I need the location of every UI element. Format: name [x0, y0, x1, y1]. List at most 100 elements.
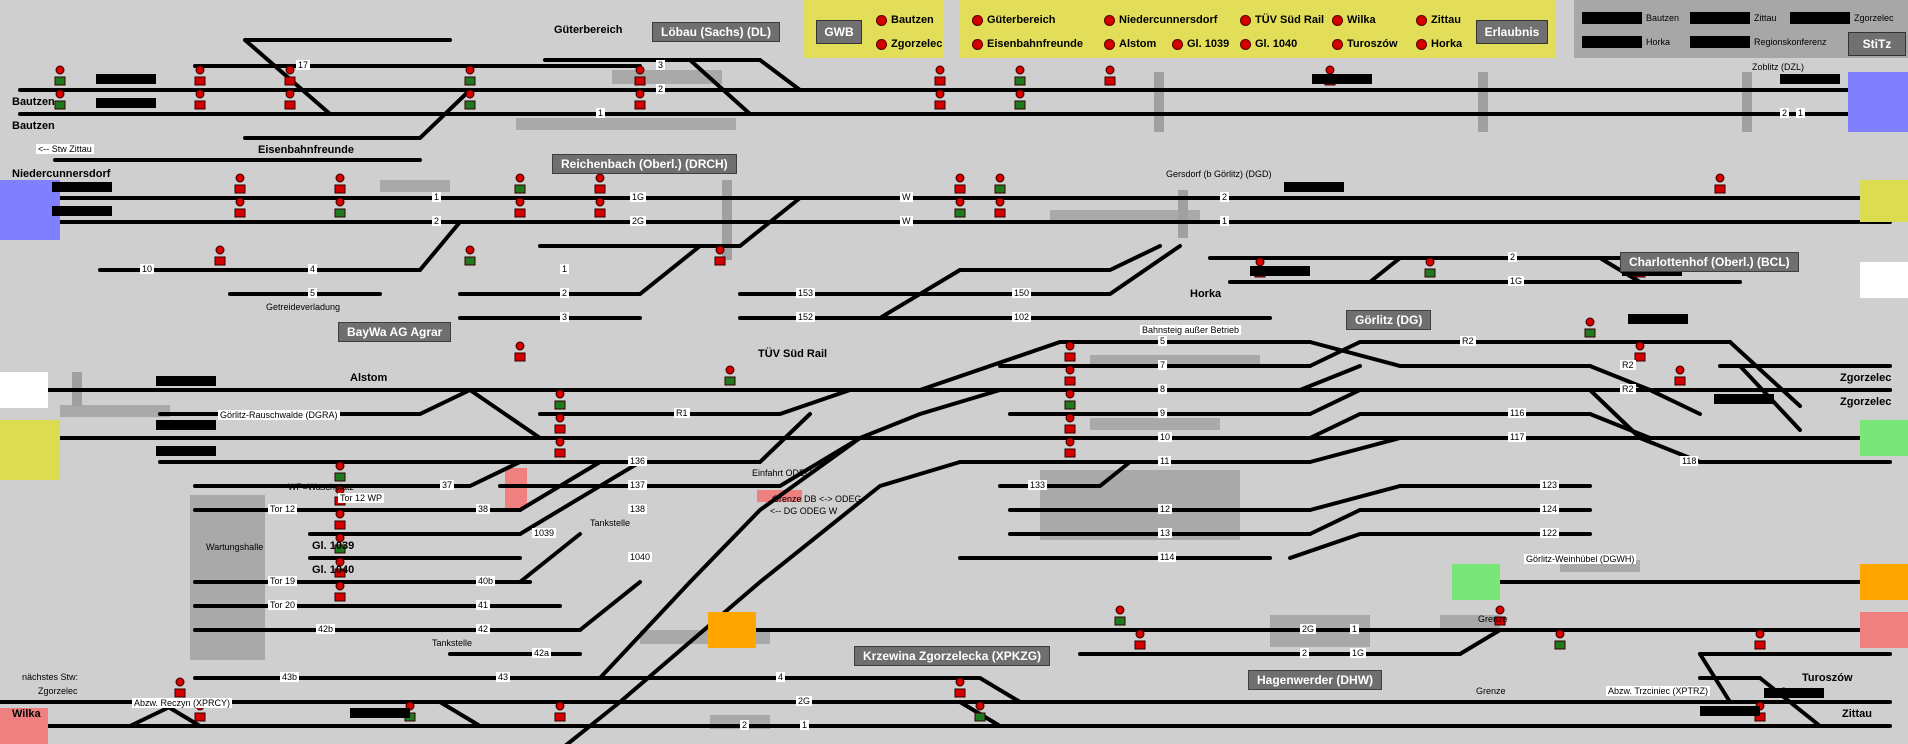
signal-lamp-icon[interactable]: [955, 173, 965, 183]
signal-lamp-icon[interactable]: [335, 533, 345, 543]
signal-aspect-icon[interactable]: [174, 688, 186, 698]
signal-aspect-icon[interactable]: [334, 208, 346, 218]
signal-lamp-icon[interactable]: [975, 701, 985, 711]
signal-aspect-icon[interactable]: [714, 256, 726, 266]
gwb-zgorzelec[interactable]: Zgorzelec: [876, 38, 942, 50]
signal-aspect-icon[interactable]: [464, 100, 476, 110]
signal-lamp-icon[interactable]: [465, 245, 475, 255]
signal-aspect-icon[interactable]: [1134, 640, 1146, 650]
signal-aspect-icon[interactable]: [234, 208, 246, 218]
signal-lamp-icon[interactable]: [285, 65, 295, 75]
signal-aspect-icon[interactable]: [464, 256, 476, 266]
signal-lamp-icon[interactable]: [1555, 629, 1565, 639]
signal-aspect-icon[interactable]: [594, 208, 606, 218]
signal-aspect-icon[interactable]: [334, 568, 346, 578]
signal-lamp-icon[interactable]: [555, 437, 565, 447]
signal-lamp-icon[interactable]: [335, 581, 345, 591]
signal-lamp-icon[interactable]: [995, 197, 1005, 207]
signal-lamp-icon[interactable]: [515, 173, 525, 183]
signal-aspect-icon[interactable]: [194, 712, 206, 722]
station-krzewina[interactable]: Krzewina Zgorzelecka (XPKZG): [854, 646, 1051, 666]
route-turoszow[interactable]: Turoszów: [1332, 38, 1398, 50]
signal-lamp-icon[interactable]: [1015, 89, 1025, 99]
signal-aspect-icon[interactable]: [514, 184, 526, 194]
signal-aspect-icon[interactable]: [554, 712, 566, 722]
signal-lamp-icon[interactable]: [55, 65, 65, 75]
signal-lamp-icon[interactable]: [1635, 341, 1645, 351]
gwb-button[interactable]: GWB: [816, 20, 862, 44]
signal-aspect-icon[interactable]: [594, 184, 606, 194]
signal-aspect-icon[interactable]: [1064, 376, 1076, 386]
signal-aspect-icon[interactable]: [1584, 328, 1596, 338]
signal-aspect-icon[interactable]: [194, 100, 206, 110]
signal-aspect-icon[interactable]: [334, 184, 346, 194]
signal-aspect-icon[interactable]: [1424, 268, 1436, 278]
signal-aspect-icon[interactable]: [1064, 400, 1076, 410]
signal-lamp-icon[interactable]: [725, 365, 735, 375]
signal-lamp-icon[interactable]: [195, 65, 205, 75]
route-tuev[interactable]: TÜV Süd Rail: [1240, 14, 1324, 26]
signal-lamp-icon[interactable]: [1675, 365, 1685, 375]
signal-lamp-icon[interactable]: [335, 461, 345, 471]
signal-lamp-icon[interactable]: [335, 173, 345, 183]
signal-lamp-icon[interactable]: [715, 245, 725, 255]
signal-aspect-icon[interactable]: [334, 520, 346, 530]
station-charlottenhof[interactable]: Charlottenhof (Oberl.) (BCL): [1620, 252, 1799, 272]
signal-aspect-icon[interactable]: [514, 352, 526, 362]
signal-lamp-icon[interactable]: [555, 413, 565, 423]
station-reichenbach[interactable]: Reichenbach (Oberl.) (DRCH): [552, 154, 737, 174]
signal-aspect-icon[interactable]: [994, 208, 1006, 218]
signal-aspect-icon[interactable]: [1014, 76, 1026, 86]
signal-aspect-icon[interactable]: [514, 208, 526, 218]
signal-lamp-icon[interactable]: [555, 389, 565, 399]
gwb-bautzen[interactable]: Bautzen: [876, 14, 934, 26]
signal-lamp-icon[interactable]: [955, 197, 965, 207]
signal-aspect-icon[interactable]: [214, 256, 226, 266]
signal-aspect-icon[interactable]: [634, 76, 646, 86]
signal-lamp-icon[interactable]: [935, 89, 945, 99]
signal-aspect-icon[interactable]: [1674, 376, 1686, 386]
signal-aspect-icon[interactable]: [974, 712, 986, 722]
signal-lamp-icon[interactable]: [195, 89, 205, 99]
signal-lamp-icon[interactable]: [1715, 173, 1725, 183]
signal-aspect-icon[interactable]: [954, 688, 966, 698]
signal-lamp-icon[interactable]: [1425, 257, 1435, 267]
signal-aspect-icon[interactable]: [1064, 448, 1076, 458]
signal-aspect-icon[interactable]: [724, 376, 736, 386]
signal-aspect-icon[interactable]: [1494, 616, 1506, 626]
signal-lamp-icon[interactable]: [1065, 437, 1075, 447]
signal-lamp-icon[interactable]: [515, 341, 525, 351]
route-niedercunnersdorf[interactable]: Niedercunnersdorf: [1104, 14, 1217, 26]
panel-zgorzelec[interactable]: Zgorzelec: [1790, 12, 1894, 24]
signal-lamp-icon[interactable]: [595, 173, 605, 183]
signal-lamp-icon[interactable]: [285, 89, 295, 99]
signal-aspect-icon[interactable]: [54, 76, 66, 86]
panel-regionskonferenz[interactable]: Regionskonferenz: [1690, 36, 1827, 48]
signal-aspect-icon[interactable]: [194, 76, 206, 86]
signal-aspect-icon[interactable]: [934, 76, 946, 86]
signal-aspect-icon[interactable]: [234, 184, 246, 194]
signal-lamp-icon[interactable]: [1065, 365, 1075, 375]
station-goerlitz[interactable]: Görlitz (DG): [1346, 310, 1432, 330]
signal-aspect-icon[interactable]: [1064, 424, 1076, 434]
signal-lamp-icon[interactable]: [955, 677, 965, 687]
signal-aspect-icon[interactable]: [464, 76, 476, 86]
route-gl1040[interactable]: Gl. 1040: [1240, 38, 1297, 50]
signal-aspect-icon[interactable]: [634, 100, 646, 110]
signal-lamp-icon[interactable]: [465, 65, 475, 75]
route-zittau[interactable]: Zittau: [1416, 14, 1461, 26]
signal-aspect-icon[interactable]: [334, 544, 346, 554]
signal-lamp-icon[interactable]: [1015, 65, 1025, 75]
signal-lamp-icon[interactable]: [1135, 629, 1145, 639]
signal-lamp-icon[interactable]: [635, 89, 645, 99]
signal-lamp-icon[interactable]: [1495, 605, 1505, 615]
signal-aspect-icon[interactable]: [554, 400, 566, 410]
signal-aspect-icon[interactable]: [1714, 184, 1726, 194]
signal-lamp-icon[interactable]: [235, 197, 245, 207]
signal-lamp-icon[interactable]: [995, 173, 1005, 183]
signal-lamp-icon[interactable]: [935, 65, 945, 75]
panel-horka[interactable]: Horka: [1582, 36, 1670, 48]
panel-zittau[interactable]: Zittau: [1690, 12, 1777, 24]
route-gueterbereich[interactable]: Güterbereich: [972, 14, 1055, 26]
signal-aspect-icon[interactable]: [284, 100, 296, 110]
